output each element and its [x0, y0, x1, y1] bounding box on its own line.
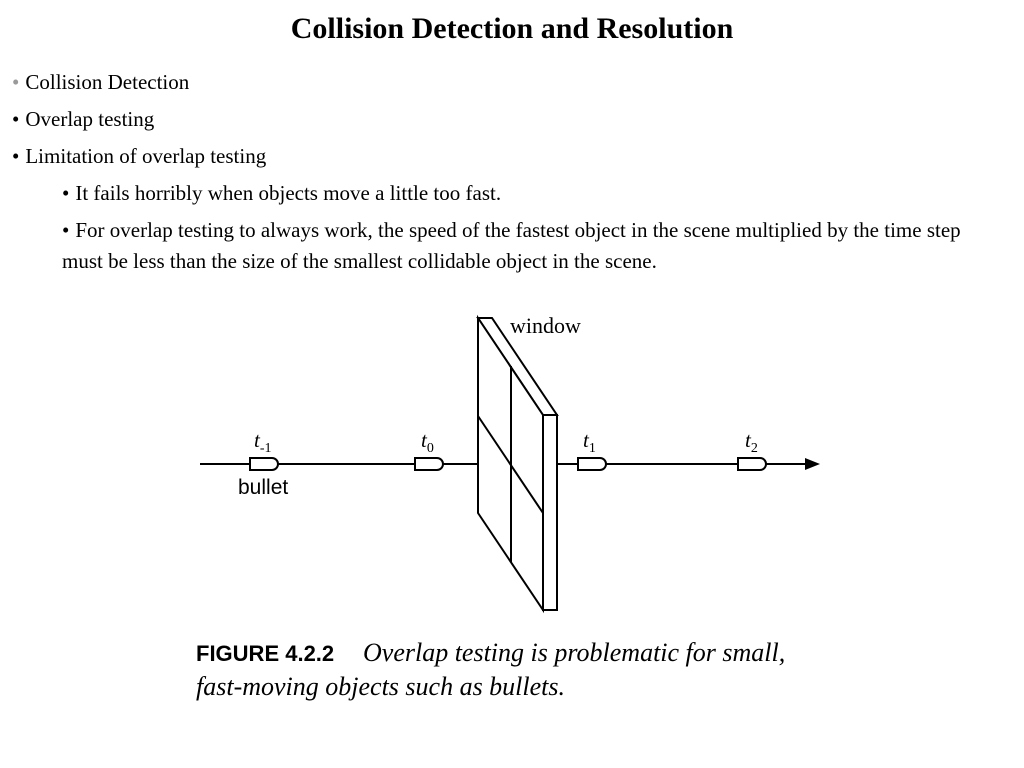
time-label-t-minus-1: t-1	[254, 428, 272, 456]
bullet-text: Overlap testing	[25, 107, 155, 131]
bullet-text: For overlap testing to always work, the …	[62, 218, 961, 273]
bullet-text: It fails horribly when objects move a li…	[75, 181, 502, 205]
bullet-marker: •	[12, 144, 20, 168]
window-label: window	[510, 313, 581, 338]
bullet-text: Limitation of overlap testing	[25, 144, 267, 168]
bullet-marker: •	[62, 181, 70, 205]
window-pane	[476, 314, 559, 614]
figure-caption-label: FIGURE 4.2.2	[196, 641, 334, 666]
bullet-text: Collision Detection	[25, 70, 190, 94]
bullet-shape-t-minus-1	[249, 457, 279, 471]
sub-bullet-item-speed-rule: •For overlap testing to always work, the…	[62, 215, 1002, 277]
bullet-label: bullet	[238, 476, 288, 499]
time-label-t1: t1	[583, 428, 596, 456]
window-horizontal-divider	[477, 415, 544, 514]
window-side-edge	[542, 414, 558, 611]
bullet-item-overlap-testing: •Overlap testing	[12, 104, 1002, 135]
time-label-t2: t2	[745, 428, 758, 456]
figure-caption-line-2: fast-moving objects such as bullets.	[196, 672, 565, 701]
bullet-item-limitation: •Limitation of overlap testing	[12, 141, 1002, 172]
time-label-t0: t0	[421, 428, 434, 456]
bullet-shape-t2	[737, 457, 767, 471]
bullet-shape-t1	[577, 457, 607, 471]
bullet-item-collision-detection: •Collision Detection	[12, 67, 1002, 98]
sub-bullet-item-fails: •It fails horribly when objects move a l…	[62, 178, 1002, 209]
slide-title: Collision Detection and Resolution	[290, 12, 734, 45]
bullet-shape-t0	[414, 457, 444, 471]
arrow-head	[805, 458, 820, 470]
figure-caption-text-1: Overlap testing is problematic for small…	[363, 638, 785, 667]
bullet-marker: •	[62, 218, 70, 242]
bullet-list: •Collision Detection •Overlap testing •L…	[12, 67, 1002, 283]
bullet-marker: •	[12, 107, 20, 131]
bullet-marker: •	[12, 70, 20, 94]
figure-caption-line-1: FIGURE 4.2.2 Overlap testing is problemat…	[196, 638, 785, 667]
